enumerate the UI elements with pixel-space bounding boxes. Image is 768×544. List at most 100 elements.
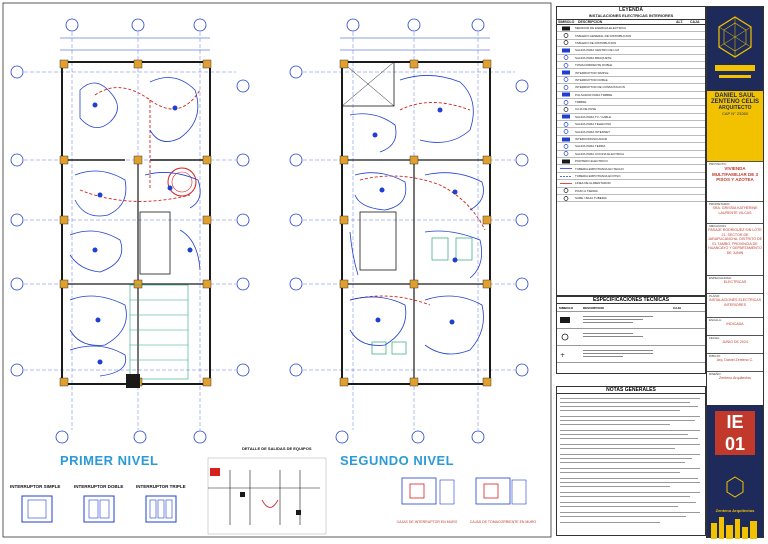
- legend-symbol-icon: [563, 151, 569, 157]
- legend-symbol-icon: [563, 33, 569, 38]
- firm-logo: [707, 7, 763, 91]
- author-name: DANIEL SAUL ZENTENO CELIS: [710, 93, 759, 105]
- field-label: UBICACION:: [709, 224, 727, 228]
- legend-symbol-icon: [563, 188, 569, 194]
- legend-row: CAJA DE PASE: [557, 106, 705, 114]
- level-2-title: SEGUNDO NIVEL: [340, 453, 455, 468]
- brand-block: Zenteno Arquitectos: [707, 473, 763, 539]
- legend-row: SALIDA PARA TELEFONO: [557, 121, 705, 129]
- legend-symbol-icon: [562, 70, 570, 75]
- legend-description: LINEA DE ALIMENTADOR: [575, 181, 611, 186]
- legend-heading: LEYENDA: [619, 7, 643, 13]
- legend-description: INTERRUPTOR DE CONMUTACION: [575, 85, 625, 90]
- field-label: FECHA:: [709, 336, 721, 340]
- field-value: INDICADA: [726, 322, 744, 326]
- legend-row: SALIDA PARA COCINA ELECTRICA: [557, 151, 705, 159]
- legend-row: SALIDA PARA BRAQUETE: [557, 55, 705, 62]
- legend-row: LINEA DE ALIMENTADOR: [557, 180, 705, 188]
- field-value: SRA. GRISSIA KATHERINE LAURENTE VILCAS: [712, 206, 758, 215]
- field-value: Zenteno Arquitectos: [719, 376, 751, 380]
- field-value: ELECTRICAS: [723, 280, 747, 284]
- title-block-field: PROYECTO:VIVIENDA MULTIFAMILIAR DE 3 PIS…: [707, 161, 763, 202]
- legend-description: MEDIDOR DE ENERGIA ELECTRICA: [575, 26, 627, 31]
- legend-row: SUBE / BAJA TUBERIA: [557, 195, 705, 203]
- sheet-number: 01: [715, 433, 755, 455]
- logo-icon: [715, 16, 755, 78]
- plan-level-1: [10, 18, 250, 444]
- legend-row: TABLERO DE DISTRIBUCION: [557, 40, 705, 48]
- switch-triple-label: INTERRUPTOR TRIPLE: [136, 484, 186, 489]
- title-block-field: ESPECIALIDAD:ELECTRICAS: [707, 275, 763, 294]
- title-block-field: FECHA:JUNIO DE 2024: [707, 335, 763, 354]
- specs-panel: ESPECIFICACIONES TECNICAS SIMBOLO DESCRI…: [556, 296, 706, 374]
- legend-symbol-icon: [563, 99, 569, 105]
- legend-symbol-icon: [563, 107, 569, 112]
- legend-row: MEDIDOR DE ENERGIA ELECTRICA: [557, 25, 705, 33]
- legend-row: TUBERIA EMPOTRADA EN PISO: [557, 173, 705, 181]
- legend-description: SALIDA PARA INTERNET: [575, 129, 610, 134]
- specs-title: ESPECIFICACIONES TECNICAS: [557, 297, 705, 304]
- legend-row: PORTERO ELECTRICO: [557, 158, 705, 166]
- legend-row: INTERRUPTOR SIMPLE: [557, 69, 705, 77]
- legend-description: TABLERO DE DISTRIBUCION: [575, 40, 617, 45]
- notes-panel: NOTAS GENERALES: [556, 386, 706, 536]
- field-value: INSTALACIONES ELECTRICAS INTERIORES: [708, 298, 762, 307]
- legend-symbol-icon: [562, 92, 570, 97]
- legend-symbol-icon: [563, 129, 569, 135]
- legend-symbol-icon: [563, 77, 569, 83]
- legend-description: PORTERO ELECTRICO: [575, 159, 608, 164]
- legend-subheading: INSTALACIONES ELECTRICAS INTERIORES: [588, 13, 674, 18]
- notes-text-lines: [560, 398, 700, 523]
- legend-header-row: SIMBOLO DESCRIPCION ALT. CAJA: [557, 19, 705, 25]
- legend-row: INTERRUPTOR DE CONMUTACION: [557, 84, 705, 92]
- legend-symbol-icon: [562, 26, 570, 31]
- plan-level-2: [289, 18, 529, 444]
- legend-symbol-icon: [563, 84, 569, 90]
- svg-text:+: +: [560, 352, 565, 358]
- title-block-field: DISEÑO:Zenteno Arquitectos: [707, 371, 763, 390]
- field-value: VIVIENDA MULTIFAMILIAR DE 3 PISOS Y AZOT…: [712, 166, 758, 182]
- legend-description: TIMBRE: [575, 100, 587, 105]
- city-skyline-icon: [711, 517, 757, 539]
- field-label: DISEÑO:: [709, 372, 722, 376]
- field-label: PROYECTO:: [709, 162, 727, 166]
- brand-name: Zenteno Arquitectos: [715, 508, 755, 513]
- specs-col-box: CAJA: [673, 305, 682, 310]
- field-value: JUNIO DE 2024: [722, 340, 748, 344]
- legend-symbol-icon: [563, 40, 569, 46]
- legend-row: TABLERO GENERAL DE DISTRIBUCION: [557, 32, 705, 40]
- legend-symbol-icon: [563, 195, 569, 201]
- specs-row: +: [557, 346, 705, 363]
- author-cap: CAP N° 23260: [722, 111, 748, 116]
- field-label: PLANO:: [709, 294, 721, 298]
- author-role: ARQUITECTO: [718, 105, 752, 111]
- field-label: DIBUJO:: [709, 354, 721, 358]
- legend-row: POZO A TIERRA: [557, 188, 705, 195]
- box-isometric-details: [401, 477, 527, 505]
- equipment-detail-title: DETALLE DE SALIDAS DE EQUIPOS: [242, 446, 312, 451]
- legend-row: SALIDA PARA CENTRO DE LUZ: [557, 47, 705, 55]
- field-value: Arq. Daniel Zenteno C.: [716, 358, 754, 362]
- legend-description: INTERRUPTOR SIMPLE: [575, 70, 609, 75]
- legend-row: TOMACORRIENTE DOBLE: [557, 62, 705, 70]
- legend-symbol-icon: [563, 121, 569, 127]
- legend-symbol-icon: [563, 55, 569, 61]
- legend-description: TUBERIA EMPOTRADA EN TECHO: [575, 166, 624, 171]
- legend-row: PULSADOR PARA TIMBRE: [557, 92, 705, 99]
- legend-description: CAJA DE PASE: [575, 107, 597, 112]
- legend-description: SALIDA PARA BRAQUETE: [575, 55, 612, 60]
- field-label: ESCALA:: [709, 318, 722, 322]
- equipment-detail: [207, 457, 327, 535]
- legend-description: TUBERIA EMPOTRADA EN PISO: [575, 174, 621, 178]
- sheet-id-block: IE 01: [707, 405, 763, 473]
- legend-row: INTERCOMUNICADOR: [557, 136, 705, 144]
- legend-description: TOMACORRIENTE DOBLE: [575, 63, 613, 68]
- legend-symbol-icon: [560, 182, 572, 184]
- brand-icon: [726, 476, 744, 498]
- legend-symbol-icon: [562, 114, 570, 119]
- legend-description: SALIDA PARA CENTRO DE LUZ: [575, 48, 620, 53]
- notes-title: NOTAS GENERALES: [557, 387, 705, 394]
- legend-symbol-icon: [560, 175, 572, 177]
